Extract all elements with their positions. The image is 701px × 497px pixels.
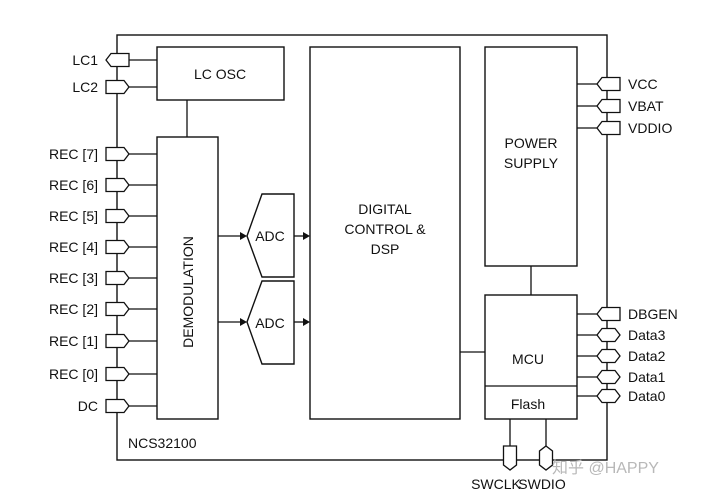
pin-data1-label: Data1 (628, 369, 666, 385)
pin-rec-1-label: REC [1] (49, 333, 98, 349)
pin-lc2: LC2 (72, 79, 157, 95)
pin-vbat-label: VBAT (628, 98, 664, 114)
lc-osc-label: LC OSC (194, 66, 246, 82)
power-label-line1: POWER (505, 135, 558, 151)
pin-data0-label: Data0 (628, 388, 666, 404)
pin-rec-1-connector (105, 333, 130, 349)
pin-rec-7-label: REC [7] (49, 146, 98, 162)
pin-lc1-label: LC1 (72, 52, 98, 68)
arrow-demod-adc-top (240, 232, 247, 240)
pin-rec-4-connector (105, 239, 130, 255)
pin-rec-0: REC [0] (49, 366, 157, 382)
pin-swdio-label: SWDIO (518, 476, 566, 492)
arrow-adc-top-dsp (303, 232, 310, 240)
lc-osc-block (156, 46, 285, 101)
pin-data2-label: Data2 (628, 348, 666, 364)
pin-rec-3-label: REC [3] (49, 270, 98, 286)
pin-lc1-connector (105, 52, 130, 68)
flash-label: Flash (511, 396, 545, 412)
pin-rec-5-label: REC [5] (49, 208, 98, 224)
adc-top-label: ADC (255, 228, 285, 244)
watermark: 知乎 @HAPPY (552, 459, 659, 477)
pin-rec-2-label: REC [2] (49, 301, 98, 317)
pin-rec-2: REC [2] (49, 301, 157, 317)
pin-vcc: VCC (577, 76, 658, 92)
digital-label-line1: DIGITAL (358, 201, 412, 217)
pin-data1-connector (596, 369, 621, 385)
pin-data2: Data2 (577, 348, 666, 364)
pin-dbgen-connector (596, 306, 621, 322)
pin-rec-5: REC [5] (49, 208, 157, 224)
pin-rec-6-label: REC [6] (49, 177, 98, 193)
pin-data0: Data0 (577, 388, 666, 404)
pin-data2-connector (596, 348, 621, 364)
pin-data0-connector (596, 388, 621, 404)
pin-swclk-label: SWCLK (471, 476, 521, 492)
pin-data3-connector (596, 327, 621, 343)
pin-swdio: SWDIO (518, 419, 566, 492)
mcu-label: MCU (512, 351, 544, 367)
arrow-adc-bottom-dsp (303, 318, 310, 326)
pin-vddio-connector (596, 120, 621, 136)
pin-vcc-connector (596, 76, 621, 92)
pin-dc: DC (78, 398, 157, 414)
pin-swclk-connector (502, 445, 518, 471)
pin-rec-3-connector (105, 270, 130, 286)
pin-rec-4: REC [4] (49, 239, 157, 255)
arrow-demod-adc-bottom (240, 318, 247, 326)
chip-name: NCS32100 (128, 435, 197, 451)
pin-lc1: LC1 (72, 52, 157, 68)
pin-rec-0-connector (105, 366, 130, 382)
pin-vbat-connector (596, 98, 621, 114)
pin-vcc-label: VCC (628, 76, 658, 92)
pin-rec-1: REC [1] (49, 333, 157, 349)
pin-dc-connector (105, 398, 130, 414)
mcu-block (484, 294, 578, 420)
pin-rec-2-connector (105, 301, 130, 317)
pin-lc2-connector (105, 79, 130, 95)
pin-rec-3: REC [3] (49, 270, 157, 286)
pin-swdio-connector (538, 445, 554, 471)
pin-rec-7: REC [7] (49, 146, 157, 162)
pin-dbgen: DBGEN (577, 306, 678, 322)
pin-rec-4-label: REC [4] (49, 239, 98, 255)
pin-swclk: SWCLK (471, 419, 522, 492)
digital-label-line3: DSP (371, 241, 400, 257)
pin-rec-6-connector (105, 177, 130, 193)
pin-vbat: VBAT (577, 98, 664, 114)
pin-dc-label: DC (78, 398, 98, 414)
power-supply-block (484, 46, 578, 267)
pin-rec-0-label: REC [0] (49, 366, 98, 382)
pin-rec-6: REC [6] (49, 177, 157, 193)
pin-dbgen-label: DBGEN (628, 306, 678, 322)
pin-lc2-label: LC2 (72, 79, 98, 95)
demodulation-block (156, 136, 219, 420)
pin-data3: Data3 (577, 327, 666, 343)
pin-vddio-label: VDDIO (628, 120, 672, 136)
adc-bottom-label: ADC (255, 315, 285, 331)
pin-rec-7-connector (105, 146, 130, 162)
pin-data1: Data1 (577, 369, 666, 385)
demodulation-label: DEMODULATION (180, 236, 196, 348)
digital-label-line2: CONTROL & (344, 221, 426, 237)
power-label-line2: SUPPLY (504, 155, 559, 171)
digital-dsp-block (309, 46, 461, 420)
pin-data3-label: Data3 (628, 327, 666, 343)
pin-vddio: VDDIO (577, 120, 672, 136)
pin-rec-5-connector (105, 208, 130, 224)
